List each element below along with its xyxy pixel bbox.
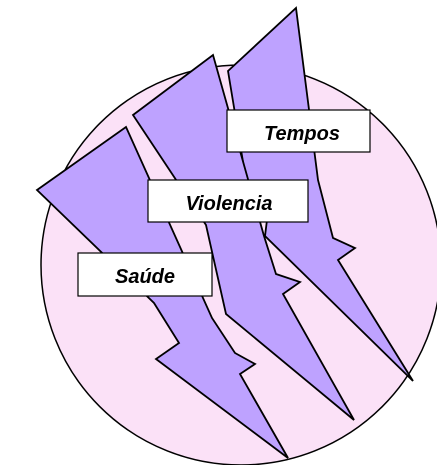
label-saude: Saúde [78,253,212,296]
label-tempos-text: Tempos [264,123,340,145]
label-tempos: Tempos [227,110,370,152]
label-saude-text: Saúde [115,266,175,288]
label-violencia-text: Violencia [185,193,272,215]
label-violencia: Violencia [148,180,308,222]
